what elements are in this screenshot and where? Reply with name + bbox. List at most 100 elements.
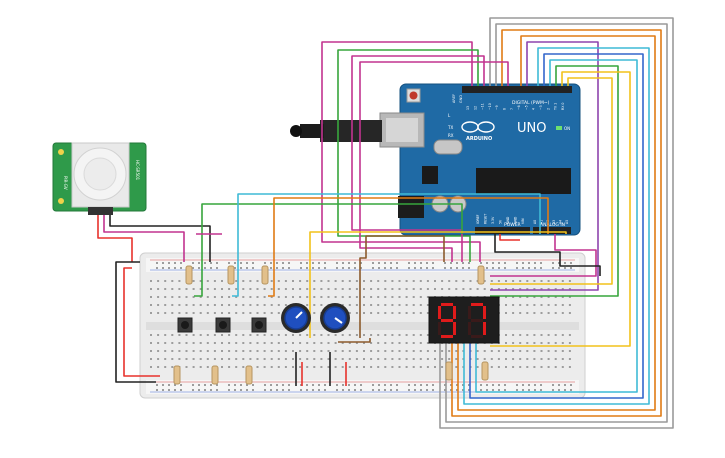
wire-magenta-2[interactable] xyxy=(351,55,485,262)
breadboard-hole xyxy=(432,384,434,386)
wire-pir-signal[interactable] xyxy=(103,215,185,262)
breadboard-hole xyxy=(263,358,266,360)
push-buttons[interactable] xyxy=(177,317,267,333)
breadboard-hole xyxy=(284,296,287,298)
wires[interactable] xyxy=(97,17,674,429)
breadboard-hole xyxy=(164,288,167,290)
wire-orange-2[interactable] xyxy=(457,35,656,411)
wire-blue[interactable] xyxy=(469,53,644,399)
wire-pir-vcc[interactable] xyxy=(97,215,133,262)
wire-magenta-3[interactable] xyxy=(359,61,509,262)
resistor[interactable] xyxy=(211,365,219,385)
potentiometers[interactable] xyxy=(281,303,350,333)
breadboard-hole xyxy=(306,296,309,298)
wire-orange-1[interactable] xyxy=(451,29,662,417)
resistor[interactable] xyxy=(173,365,181,385)
breadboard-hole xyxy=(299,296,302,298)
wire-green-digital[interactable] xyxy=(490,65,619,297)
breadboard-hole xyxy=(263,304,266,306)
breadboard-hole xyxy=(486,262,488,264)
wire-cyan-button2[interactable] xyxy=(232,193,541,297)
potentiometer-2[interactable] xyxy=(320,303,350,333)
breadboard-hole xyxy=(426,312,429,314)
pin-label: ~9 xyxy=(495,105,499,110)
wire-gray-inner[interactable] xyxy=(445,23,668,423)
breadboard-hole xyxy=(334,366,337,368)
breadboard-hole xyxy=(378,389,380,391)
breadboard-hole xyxy=(504,384,506,386)
breadboard-hole xyxy=(497,280,500,282)
seven-segment-display[interactable] xyxy=(428,296,500,344)
breadboard-hole xyxy=(505,304,507,306)
wire-magenta-analog[interactable] xyxy=(490,234,597,277)
resistor[interactable] xyxy=(185,265,193,285)
breadboard-hole xyxy=(206,342,209,344)
breadboard-hole xyxy=(221,334,223,336)
resistor[interactable] xyxy=(261,265,269,285)
wire-red-5v[interactable] xyxy=(499,234,520,241)
resistor[interactable] xyxy=(481,361,489,381)
wire-pir-gnd[interactable] xyxy=(109,215,211,262)
wire-yellow-pot1[interactable] xyxy=(309,231,567,338)
wire-black-gnd[interactable] xyxy=(494,234,601,276)
breadboard-hole xyxy=(384,262,386,264)
arduino-uno[interactable]: ARDUINO UNO DIGITAL (PWM~) POWER ANALOG … xyxy=(290,83,581,236)
breadboard-hole xyxy=(448,358,451,360)
resistor[interactable] xyxy=(445,361,453,381)
breadboard-hole xyxy=(150,350,152,352)
breadboard-hole xyxy=(533,304,536,306)
breadboard-hole xyxy=(306,366,309,368)
breadboard-hole xyxy=(256,312,259,314)
breadboard-hole xyxy=(164,358,167,360)
breadboard-hole xyxy=(348,296,351,298)
breadboard-hole xyxy=(216,389,218,391)
breadboard[interactable] xyxy=(139,252,586,399)
pir-sensor[interactable]: PIR-GV HC-SR501 xyxy=(52,142,147,215)
digital-header-label: DIGITAL (PWM~) xyxy=(512,100,550,106)
breadboard-hole xyxy=(526,334,529,336)
pin-label: 13 xyxy=(466,106,470,110)
resistor[interactable] xyxy=(245,365,253,385)
wire-cyan-2[interactable] xyxy=(475,59,638,393)
breadboard-hole xyxy=(468,384,470,386)
breadboard-hole xyxy=(552,267,554,269)
breadboard-hole xyxy=(157,312,160,314)
segment-b xyxy=(453,306,456,319)
wire-gray-outer[interactable] xyxy=(439,17,674,429)
breadboard-hole xyxy=(210,267,212,269)
breadboard-hole xyxy=(270,384,272,386)
breadboard-hole xyxy=(240,267,242,269)
breadboard-hole xyxy=(206,350,209,352)
wire-red-rail[interactable] xyxy=(123,267,160,377)
resistors[interactable] xyxy=(173,265,489,385)
wire-yellow-2[interactable] xyxy=(490,77,613,285)
breadboard-hole xyxy=(204,389,206,391)
breadboard-hole xyxy=(162,384,164,386)
push-button-2[interactable] xyxy=(215,317,231,333)
resistor[interactable] xyxy=(227,265,235,285)
wire-brown-jumper[interactable] xyxy=(338,338,371,343)
breadboard-hole xyxy=(384,280,387,282)
breadboard-hole xyxy=(199,342,202,344)
wire-cyan-1[interactable] xyxy=(463,47,650,405)
wire-green-button1[interactable] xyxy=(194,203,463,297)
push-button-1[interactable] xyxy=(177,317,193,333)
wire-black-rail[interactable] xyxy=(115,261,156,383)
breadboard-hole xyxy=(249,358,252,360)
breadboard-hole xyxy=(171,358,174,360)
wire-brown-pot2[interactable] xyxy=(359,235,445,338)
resistor[interactable] xyxy=(477,265,485,285)
potentiometer-1[interactable] xyxy=(281,303,311,333)
wire-yellow-digital[interactable] xyxy=(490,71,631,347)
breadboard-hole xyxy=(354,384,356,386)
breadboard-hole xyxy=(252,262,254,264)
breadboard-hole xyxy=(519,342,522,344)
wire-purple[interactable] xyxy=(490,41,599,291)
breadboard-hole xyxy=(519,358,522,360)
breadboard-hole xyxy=(204,384,206,386)
push-button-3[interactable] xyxy=(251,317,267,333)
wire-orange-button3[interactable] xyxy=(268,197,549,297)
analog-header xyxy=(533,227,571,234)
